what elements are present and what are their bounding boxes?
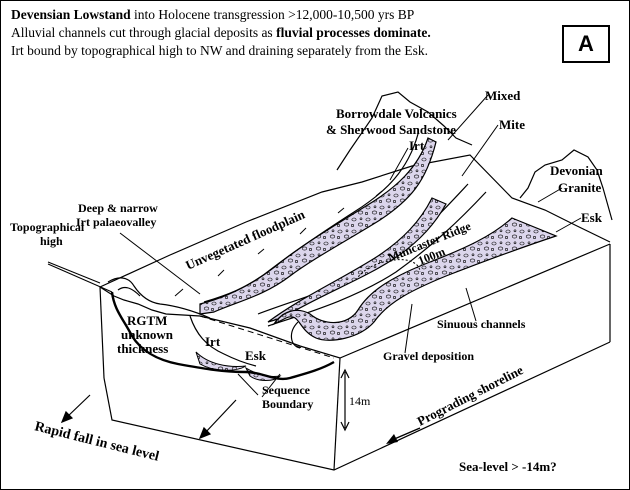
label-esk-section: Esk xyxy=(245,348,267,363)
label-boundary: Boundary xyxy=(262,397,313,411)
label-mixed: Mixed xyxy=(485,88,521,103)
shoreline-arrow xyxy=(386,428,420,444)
block-corner-edge xyxy=(334,358,340,470)
label-borrowdale-volcanics: Borrowdale Volcanics xyxy=(336,106,457,121)
label-sequence: Sequence xyxy=(262,383,311,397)
label-topographical: Topographical xyxy=(10,220,85,234)
label-irt-top: Irt xyxy=(409,138,425,153)
label-high: high xyxy=(40,234,63,248)
label-rgtm: RGTM xyxy=(127,313,167,328)
label-deep-narrow: Deep & narrow xyxy=(78,201,158,215)
label-esk-right: Esk xyxy=(581,210,603,225)
label-thickness: thickness xyxy=(117,341,168,356)
label-irt-section: Irt xyxy=(205,334,221,349)
label-mite: Mite xyxy=(499,117,525,132)
label-granite: Granite xyxy=(558,180,602,195)
irt-bank xyxy=(204,134,418,302)
label-sherwood-sandstone: & Sherwood Sandstone xyxy=(326,122,456,137)
label-depth-14m: 14m xyxy=(349,394,371,408)
block-front-top-edge xyxy=(100,244,610,358)
label-unknown: unknown xyxy=(121,327,174,342)
label-irt-palaeovalley: Irt palaeovalley xyxy=(76,215,156,229)
label-gravel-deposition: Gravel deposition xyxy=(383,349,474,363)
block-left-edge xyxy=(100,287,104,378)
label-devonian: Devonian xyxy=(550,163,604,178)
label-sinuous-channels: Sinuous channels xyxy=(437,317,526,331)
label-prograding-shoreline: Prograding shoreline xyxy=(415,362,526,429)
label-sea-level: Sea-level > -14m? xyxy=(459,459,557,474)
